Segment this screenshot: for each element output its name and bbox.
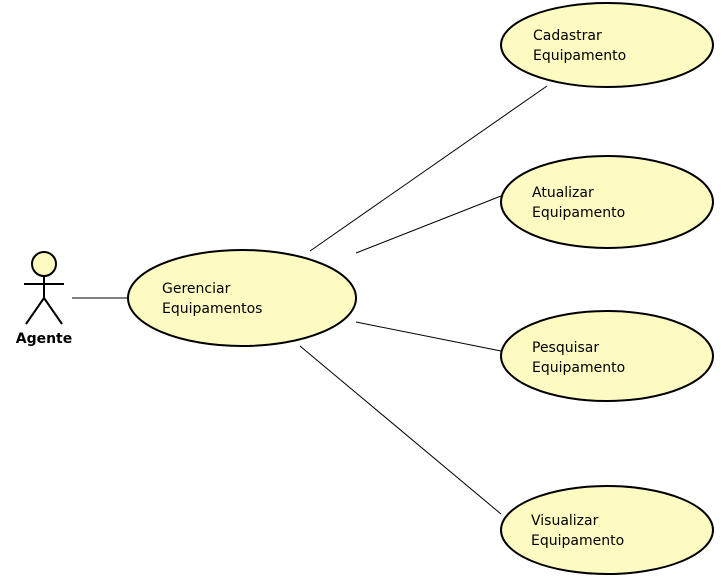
usecase-label-line1: Cadastrar (533, 28, 602, 44)
actor-label: Agente (16, 331, 73, 347)
usecase-label-line1: Atualizar (532, 185, 594, 201)
association-gerenciar-visualizar (299, 345, 502, 515)
association-gerenciar-atualizar (355, 195, 502, 254)
usecase-label-line1: Gerenciar (162, 281, 231, 297)
usecase-label-line2: Equipamento (532, 205, 625, 221)
usecase-label-line2: Equipamento (533, 48, 626, 64)
usecase-ellipse (500, 310, 714, 402)
actor-head (31, 251, 57, 277)
usecase-ellipse (500, 155, 714, 249)
usecase-label-line1: Visualizar (531, 513, 599, 529)
usecase-atualizar-equipamento[interactable]: Atualizar Equipamento (500, 155, 714, 249)
usecase-gerenciar-equipamentos[interactable]: Gerenciar Equipamentos (127, 249, 357, 347)
usecase-label-line2: Equipamentos (162, 301, 262, 317)
usecase-visualizar-equipamento[interactable]: Visualizar Equipamento (500, 485, 714, 575)
associations (72, 85, 548, 515)
usecase-label-line2: Equipamento (531, 533, 624, 549)
usecase-ellipse (500, 2, 714, 88)
association-gerenciar-pesquisar (355, 321, 502, 352)
usecase-ellipse (127, 249, 357, 347)
actor-left-leg (25, 297, 45, 325)
usecase-pesquisar-equipamento[interactable]: Pesquisar Equipamento (500, 310, 714, 402)
actor-agente (24, 251, 64, 325)
usecase-cadastrar-equipamento[interactable]: Cadastrar Equipamento (500, 2, 714, 88)
usecase-label-line2: Equipamento (532, 360, 625, 376)
usecase-ellipse (500, 485, 714, 575)
usecase-label-line1: Pesquisar (532, 340, 599, 356)
actor-right-leg (43, 297, 63, 325)
association-gerenciar-cadastrar (309, 85, 548, 252)
